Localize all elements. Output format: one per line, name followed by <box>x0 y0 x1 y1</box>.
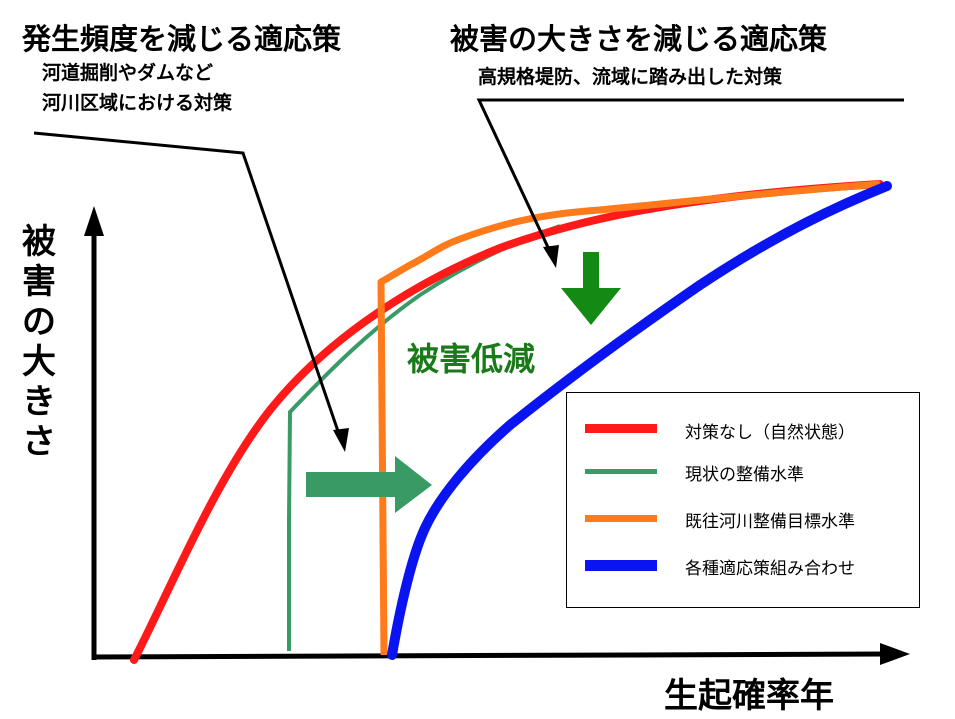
legend-label: 現状の整備水準 <box>685 465 804 485</box>
right-leader-line <box>476 98 904 259</box>
right-subtitle: 高規格堤防、流域に踏み出した対策 <box>478 66 783 88</box>
legend-swatch-green <box>585 469 657 474</box>
left-subtitle-1: 河道掘削やダムなど <box>42 62 214 84</box>
left-title: 発生頻度を減じる適応策 <box>22 22 342 56</box>
legend-item: 対策なし（自然状態） <box>585 419 915 443</box>
y-axis-label-char: の <box>22 302 56 342</box>
legend-swatch-red <box>585 424 657 433</box>
x-axis-arrowhead <box>880 643 910 665</box>
y-axis-label-char: さ <box>22 422 56 462</box>
combined-measures-curve <box>387 181 892 660</box>
right-leader-arrowhead <box>543 245 559 268</box>
legend-label: 対策なし（自然状態） <box>685 423 855 443</box>
legend: 対策なし（自然状態） 現状の整備水準 既往河川整備目標水準 各種適応策組み合わせ <box>566 392 920 608</box>
x-axis-label: 生起確率年 <box>664 676 834 716</box>
shift-right-arrow <box>306 456 432 513</box>
left-subtitle-2: 河川区域における対策 <box>42 92 233 114</box>
right-title: 被害の大きさを減じる適応策 <box>450 22 828 56</box>
left-leader-line <box>33 131 344 444</box>
damage-reduction-arrow <box>561 252 621 325</box>
legend-swatch-blue <box>585 560 657 571</box>
legend-item: 現状の整備水準 <box>585 461 915 485</box>
legend-item: 各種適応策組み合わせ <box>585 555 915 579</box>
past-target-curve <box>377 180 881 656</box>
damage-reduction-label: 被害低減 <box>407 340 536 378</box>
left-leader-arrowhead <box>333 428 349 452</box>
y-axis-label: 被 害 の 大 き さ <box>16 222 62 462</box>
legend-item: 既往河川整備目標水準 <box>585 508 915 532</box>
y-axis-label-char: 被 <box>22 222 56 262</box>
y-axis-label-char: 害 <box>22 262 56 302</box>
legend-swatch-orange <box>585 515 657 522</box>
legend-label: 各種適応策組み合わせ <box>685 559 855 579</box>
legend-label: 既往河川整備目標水準 <box>685 512 855 532</box>
current-level-curve <box>287 224 561 651</box>
x-axis <box>91 651 886 660</box>
y-axis-arrowhead <box>84 206 104 236</box>
y-axis-label-char: き <box>22 382 56 422</box>
y-axis-label-char: 大 <box>22 342 56 382</box>
